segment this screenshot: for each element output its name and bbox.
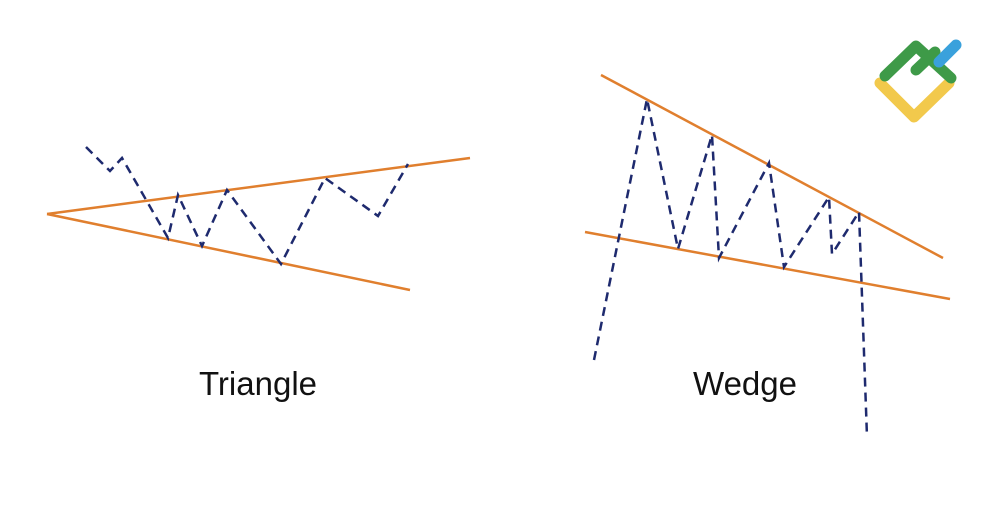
triangle-price-path (85, 146, 410, 267)
triangle-label: Triangle (199, 365, 317, 402)
wedge-lower-trendline (584, 230, 951, 301)
triangle-upper-trendline (46, 156, 471, 216)
logo-green-bar (910, 46, 941, 76)
wedge-pattern (584, 73, 951, 438)
triangle-pattern (46, 146, 471, 292)
triangle-lower-trendline (46, 212, 411, 292)
logo-blue-stroke (933, 39, 962, 68)
brand-logo-icon (874, 39, 962, 123)
logo-yellow-chevron (874, 77, 955, 123)
wedge-upper-trendline (600, 73, 944, 260)
wedge-price-path (592, 98, 869, 438)
wedge-label: Wedge (693, 365, 797, 402)
